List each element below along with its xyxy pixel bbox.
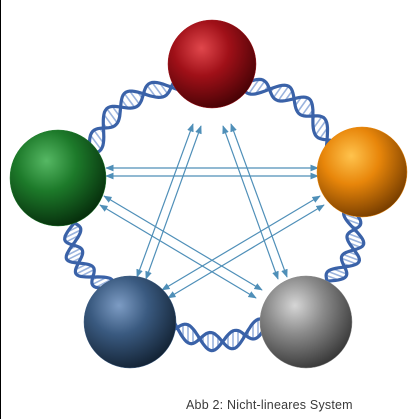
helix-rung (89, 134, 102, 150)
helix-segment (166, 311, 270, 353)
helix-rung (341, 257, 357, 265)
helix-strand-a (166, 320, 270, 353)
helix-strand-a (87, 76, 180, 156)
arrow-red-gray-1 (230, 123, 288, 278)
helix-rung (248, 78, 260, 95)
arrow-orange-blue-1 (161, 195, 321, 291)
helix-rung (314, 120, 327, 136)
helix-segment (239, 77, 339, 159)
connection-arrows (99, 123, 325, 299)
helix-rung (66, 247, 82, 257)
left-border-line (0, 0, 1, 419)
helix-rung (106, 108, 119, 124)
helix-rung (129, 90, 141, 105)
helix-rung (66, 251, 84, 261)
helix-rung (64, 229, 82, 239)
helix-rung (312, 116, 323, 129)
helix-rung (103, 113, 114, 128)
helix-segment (87, 76, 190, 156)
helix-rung (146, 84, 157, 98)
arrow-red-blue-1 (136, 123, 194, 278)
node-blue-sphere (83, 275, 177, 369)
helix-strand-b (88, 80, 190, 156)
sphere-nodes (9, 19, 408, 369)
node-green-sphere (9, 129, 107, 227)
helix-rung (254, 80, 266, 95)
helix-strand-b (309, 205, 366, 285)
helix-rung (301, 101, 313, 116)
arrow-orange-blue-2 (167, 204, 325, 299)
helix-rung (343, 212, 361, 221)
node-gray-sphere (259, 275, 353, 369)
helix-rung (272, 84, 283, 99)
arrow-red-blue-2 (145, 125, 202, 280)
helix-rung (327, 270, 345, 279)
helix-segment (309, 205, 366, 291)
helix-rung (123, 93, 136, 108)
node-orange-sphere (316, 126, 408, 218)
arrow-red-gray-2 (222, 125, 279, 280)
helix-strand-a (239, 77, 339, 145)
helix-strand-b (166, 311, 270, 351)
helix-rung (342, 253, 360, 262)
helix-rung (151, 82, 164, 98)
helix-rung (277, 85, 290, 102)
helix-rung (75, 265, 93, 275)
helix-strand-a (64, 216, 115, 290)
helix-rung (296, 97, 309, 113)
helix-strand-a (324, 205, 363, 291)
node-red-sphere (167, 19, 257, 109)
helix-rung (93, 129, 105, 144)
helix-rung (346, 236, 364, 245)
figure-caption: Abb 2: Nicht-lineares System (186, 398, 353, 412)
helix-strand-b (239, 83, 330, 159)
